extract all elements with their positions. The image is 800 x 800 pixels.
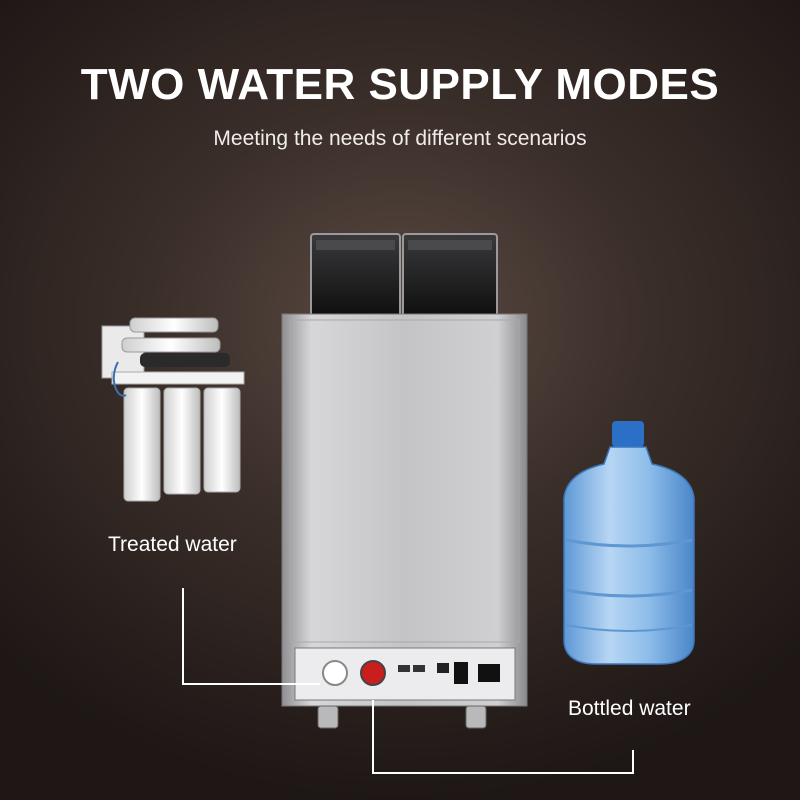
power-socket-icon [478,664,500,682]
water-tank-right [402,233,498,317]
power-knob-icon [322,660,348,686]
bottled-water-connector [372,700,634,774]
treated-water-label: Treated water [108,533,237,556]
red-valve-icon [360,660,386,686]
water-filter-system [101,317,245,502]
control-panel [294,647,516,701]
bottled-water-label: Bottled water [568,697,691,720]
water-tank-left [310,233,401,317]
page-title: TWO WATER SUPPLY MODES [80,60,720,109]
foot-right [465,705,487,729]
treated-water-connector [182,588,320,685]
foot-left [317,705,339,729]
usb-port-icon [437,663,449,673]
dispenser-body [281,313,528,707]
water-bottle [563,421,695,665]
page-subtitle: Meeting the needs of different scenarios [213,127,587,150]
bottle-cap-icon [612,421,644,447]
power-switch-icon [454,662,468,684]
